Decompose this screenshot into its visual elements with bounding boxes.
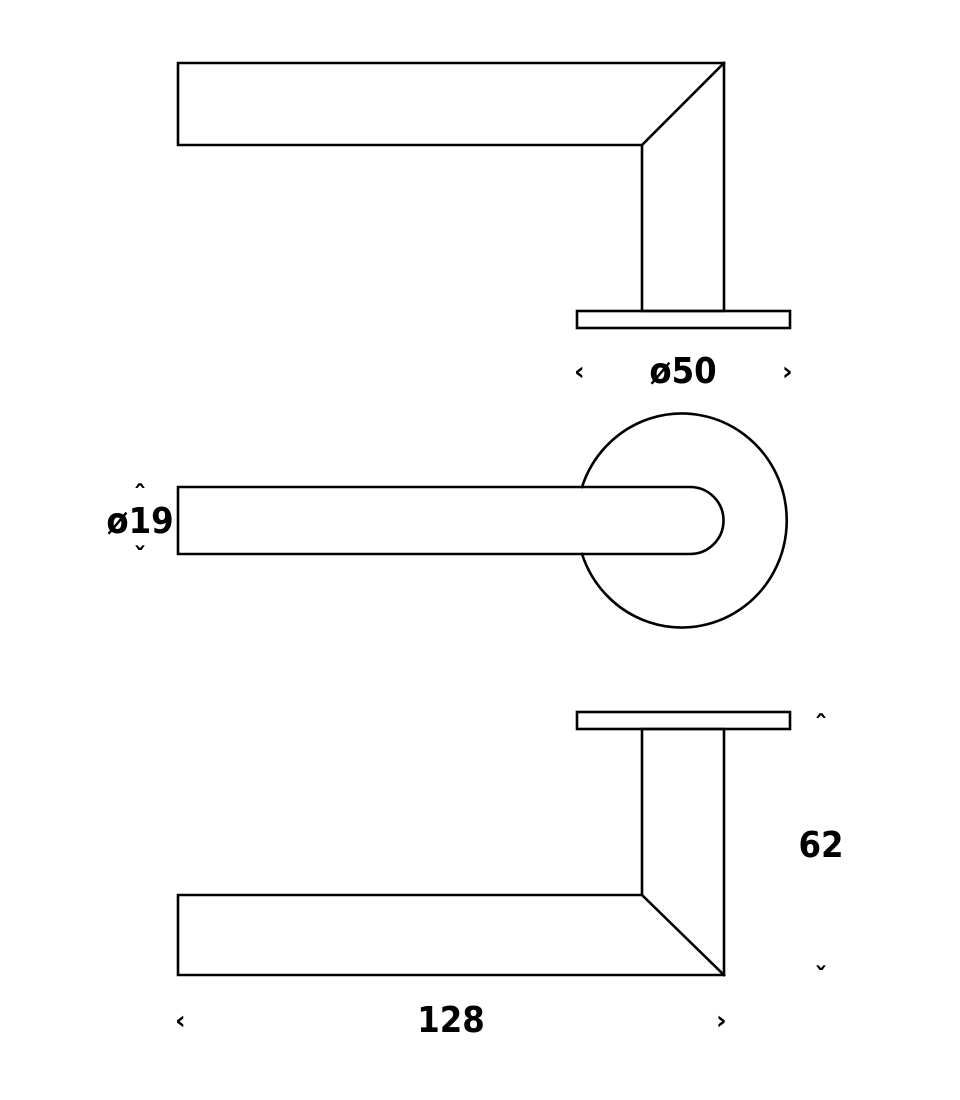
grip-diameter-up-arrow: ˆ (134, 481, 147, 511)
grip-diameter-down-arrow: ˇ (134, 543, 147, 573)
length-label: 128 (417, 1000, 485, 1041)
front-view-rose-circle (580, 412, 788, 629)
grip-diameter-label: ø19 (106, 501, 173, 542)
bottom-view-lever-outline (176, 727, 726, 977)
rose-diameter-label: ø50 (649, 351, 716, 392)
bottom-view-rose-plate (575, 710, 792, 731)
top-view-rose-plate (575, 309, 792, 330)
length-right-arrow: › (716, 1006, 727, 1036)
projection-down-arrow: ˇ (815, 963, 828, 993)
rose-diameter-left-arrow: ‹ (574, 357, 585, 387)
bottom-view (176, 710, 792, 977)
length-left-arrow: ‹ (175, 1006, 186, 1036)
rose-diameter-right-arrow: › (782, 357, 793, 387)
top-view-miter-line (640, 61, 726, 147)
front-view (176, 412, 788, 629)
projection-up-arrow: ˆ (815, 711, 828, 741)
top-view (176, 61, 792, 330)
rose-diameter-dimension: ‹ ø50 › (574, 351, 793, 392)
front-view-grip-outline (176, 485, 725, 556)
length-dimension: ‹ 128 › (175, 1000, 727, 1041)
grip-diameter-dimension: ˆ ø19 ˇ (106, 481, 173, 573)
top-view-lever-outline (176, 61, 726, 313)
bottom-view-miter-line (640, 893, 726, 977)
projection-label: 62 (798, 825, 843, 866)
projection-dimension: ˆ 62 ˇ (798, 711, 843, 993)
